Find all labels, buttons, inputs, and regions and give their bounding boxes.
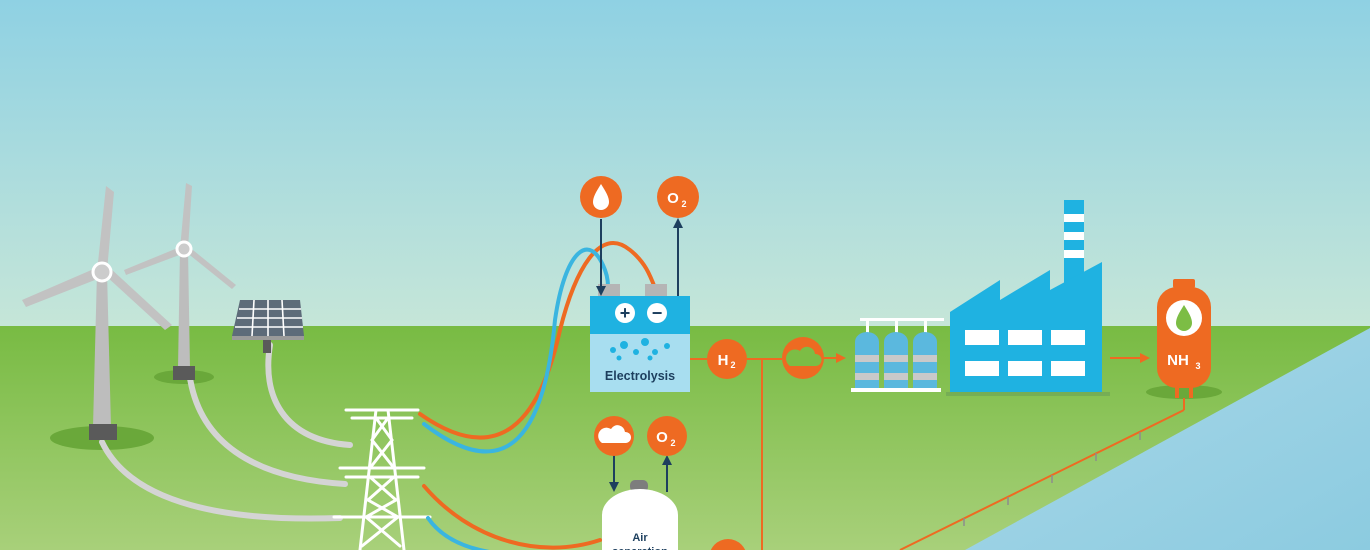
water-drop-icon xyxy=(1176,305,1192,331)
water-drop-icon xyxy=(593,184,609,210)
cloud-icon xyxy=(785,346,822,366)
svg-text:NH: NH xyxy=(1167,352,1189,369)
svg-text:2: 2 xyxy=(670,438,675,448)
ammonia-pipeline xyxy=(899,398,1185,550)
cloud-icon xyxy=(598,425,632,443)
wind-turbine-icon xyxy=(22,186,172,440)
svg-text:2: 2 xyxy=(730,360,735,370)
svg-text:3: 3 xyxy=(1195,361,1200,371)
air-separation-label: Air xyxy=(632,532,648,544)
tank-shadow xyxy=(1146,385,1222,399)
storage-tank-icon: NH 3 xyxy=(1157,279,1211,398)
gray-power-cables xyxy=(99,342,353,522)
svg-text:O: O xyxy=(667,190,679,207)
hydrogen-badge: H 2 xyxy=(707,339,747,379)
water-body xyxy=(965,328,1370,550)
electrolysis-unit: + − Electrolysis xyxy=(590,284,690,392)
minus-terminal: − xyxy=(652,303,663,323)
nitrogen-badge xyxy=(782,337,824,379)
oxygen-output-badge: O 2 xyxy=(657,176,699,218)
water-input-badge xyxy=(580,176,622,218)
air-separation-unit: Air separation xyxy=(602,480,678,550)
electrolysis-label: Electrolysis xyxy=(605,369,675,383)
partial-output-badge xyxy=(710,539,746,550)
svg-text:2: 2 xyxy=(681,199,686,209)
transmission-tower-icon xyxy=(332,408,432,550)
air-separation-label-2: separation xyxy=(612,546,668,550)
power-lines xyxy=(418,241,657,550)
factory-to-tank-arrow xyxy=(1110,353,1150,363)
air-input-badge xyxy=(594,416,634,456)
storage-cylinders xyxy=(851,318,944,392)
wind-turbine-icon xyxy=(124,183,236,380)
sky xyxy=(0,0,1370,330)
air-separation-io-arrows xyxy=(609,455,672,492)
electrolysis-io-arrows xyxy=(596,218,683,296)
factory-icon xyxy=(946,200,1110,396)
svg-text:O: O xyxy=(656,429,668,446)
plus-terminal: + xyxy=(620,303,631,323)
pipeline-supports xyxy=(963,432,1141,526)
svg-text:H: H xyxy=(718,352,729,369)
solar-panel-icon xyxy=(232,299,304,353)
hydrogen-flow-lines xyxy=(690,353,846,550)
air-oxygen-output-badge: O 2 xyxy=(647,416,687,456)
